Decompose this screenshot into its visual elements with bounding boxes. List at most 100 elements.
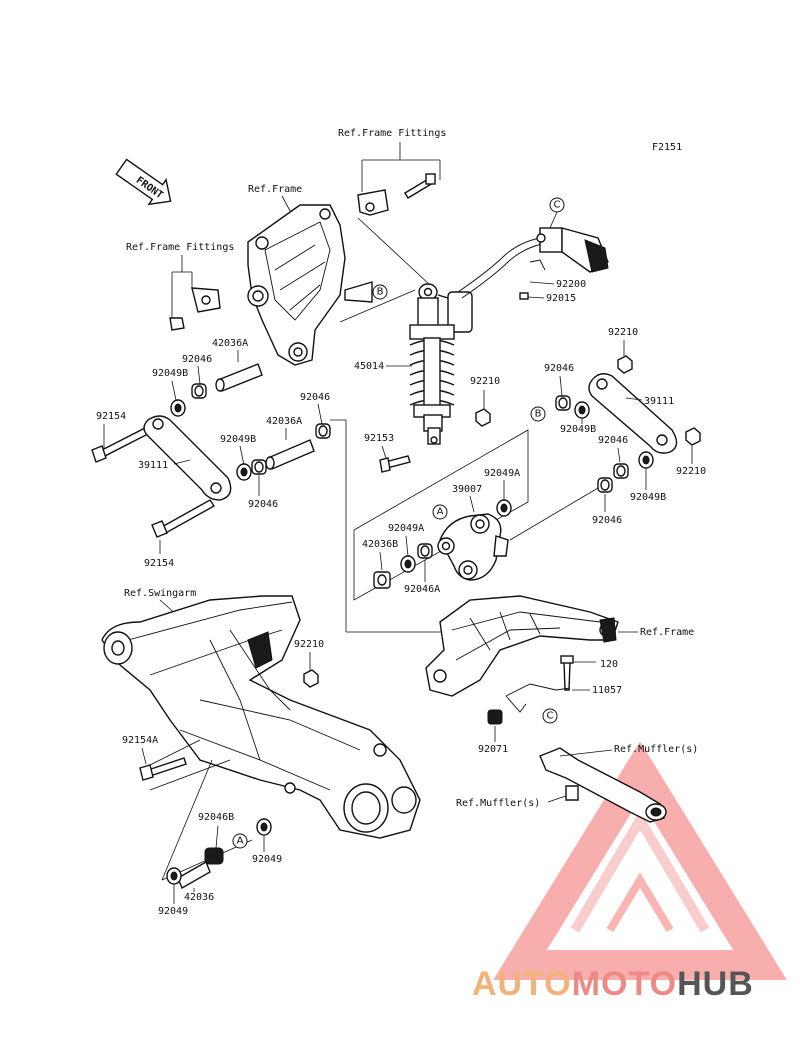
- ref-muffler-left-label: Ref.Muffler(s): [456, 798, 540, 809]
- ref-muffler-right-label: Ref.Muffler(s): [614, 744, 698, 755]
- svg-text:A: A: [437, 507, 444, 518]
- callout-a-lower: A: [232, 833, 248, 849]
- ref-frame-fittings-left-label: Ref.Frame Fittings: [126, 242, 234, 253]
- watermark-logo: [493, 741, 787, 980]
- seal-92049-upper-right: [256, 818, 272, 836]
- label-92049B-a: 92049B: [152, 368, 188, 379]
- label-92210-swingarm: 92210: [294, 639, 324, 650]
- tie-rod-39111-right: [588, 373, 678, 454]
- callout-c-lower: C: [542, 708, 558, 724]
- label-92154A: 92154A: [122, 735, 158, 746]
- bushing-92046-mid: [315, 423, 331, 439]
- frame-fitting-left-bracket: [169, 287, 221, 331]
- seal-92049B-right-upper: [574, 401, 590, 419]
- seal-92049B-lower-left: [236, 463, 252, 481]
- watermark-moto: MOTO: [572, 965, 677, 1003]
- bolt-92154-upper: [91, 427, 149, 463]
- ref-frame-fittings-top-label: Ref.Frame Fittings: [338, 128, 446, 139]
- svg-text:C: C: [547, 711, 554, 722]
- label-92046-right-upper: 92046: [544, 363, 574, 374]
- bushing-92046-lower-left: [251, 459, 267, 475]
- nut-92210-right-upper: [617, 355, 633, 374]
- label-92071: 92071: [478, 744, 508, 755]
- label-39111-a: 39111: [138, 460, 168, 471]
- seal-92049B-right-lower: [638, 451, 654, 469]
- label-11057: 11057: [592, 685, 622, 696]
- label-92015: 92015: [546, 293, 576, 304]
- bolt-120: [560, 655, 574, 691]
- callout-b-upper: B: [372, 284, 388, 300]
- label-92049B-c: 92049B: [560, 424, 596, 435]
- label-92049A-b: 92049A: [388, 523, 424, 534]
- seal-92049B-upper: [170, 399, 186, 417]
- sleeve-42036A-lower: [265, 439, 315, 470]
- watermark-auto: AUTO: [472, 965, 572, 1003]
- frame-subframe-right: [425, 595, 619, 697]
- bushing-92046-right-mid: [613, 463, 629, 479]
- ref-frame-top-label: Ref.Frame: [248, 184, 302, 195]
- sleeve-42036A-upper: [215, 363, 263, 392]
- label-92046-a: 92046: [182, 354, 212, 365]
- label-92153: 92153: [364, 433, 394, 444]
- label-92049-a: 92049: [252, 854, 282, 865]
- label-92210-c: 92210: [608, 327, 638, 338]
- bushing-92046-right-lower: [597, 477, 613, 493]
- watermark-hub: HUB: [677, 965, 754, 1003]
- bracket-11057: [505, 683, 571, 713]
- seal-92049A-lower: [400, 555, 416, 573]
- label-92049A-a: 92049A: [484, 468, 520, 479]
- label-92049-b: 92049: [158, 906, 188, 917]
- ref-frame-right-label: Ref.Frame: [640, 627, 694, 638]
- svg-text:A: A: [237, 836, 244, 847]
- label-92154-a: 92154: [96, 411, 126, 422]
- label-39111-b: 39111: [644, 396, 674, 407]
- label-42036B: 42036B: [362, 539, 398, 550]
- bushing-92046A: [417, 543, 433, 559]
- svg-text:AUTOMOTOHUB: AUTOMOTOHUB: [472, 965, 754, 1003]
- nut-92210-right-lower: [685, 427, 701, 446]
- ref-swingarm-label: Ref.Swingarm: [124, 588, 196, 599]
- watermark-text: AUTOMOTOHUB: [472, 965, 754, 1003]
- bushing-92046-upper: [191, 383, 207, 399]
- sleeve-42036: [177, 860, 211, 890]
- frame-bracket: [247, 204, 373, 366]
- label-92046-right-lower: 92046: [592, 515, 622, 526]
- label-92049B-d: 92049B: [630, 492, 666, 503]
- label-92046B: 92046B: [198, 812, 234, 823]
- bolt-92154A: [139, 757, 187, 781]
- label-42036A-b: 42036A: [266, 416, 302, 427]
- nut-92210-swingarm: [303, 669, 319, 688]
- shock-reservoir: [457, 227, 609, 299]
- frame-fitting-top-bracket: [357, 173, 436, 216]
- callout-c-upper: C: [549, 197, 565, 213]
- callout-a-upper: A: [432, 504, 448, 520]
- front-arrow-icon: FRONT: [115, 158, 172, 206]
- bushing-92046B: [204, 847, 224, 865]
- svg-text:C: C: [554, 200, 561, 211]
- seal-92049A-upper: [496, 499, 512, 517]
- label-92046-b: 92046: [300, 392, 330, 403]
- svg-text:B: B: [535, 409, 542, 420]
- label-42036: 42036: [184, 892, 214, 903]
- figure-code: F2151: [652, 142, 682, 153]
- label-120: 120: [600, 659, 618, 670]
- label-92046-lower-left: 92046: [248, 499, 278, 510]
- bushing-92071: [487, 709, 503, 725]
- rocker-arm-39007: [437, 513, 509, 581]
- label-92046-right-mid: 92046: [598, 435, 628, 446]
- label-92210-right-lower: 92210: [676, 466, 706, 477]
- bolt-92154-lower: [151, 499, 216, 538]
- label-39007: 39007: [452, 484, 482, 495]
- bushing-92046-right-upper: [555, 395, 571, 411]
- tie-rod-39111-left: [143, 415, 232, 501]
- muffler-hanger-bracket: [539, 747, 667, 823]
- swingarm: [101, 595, 421, 839]
- nut-92210-shock: [475, 408, 491, 427]
- rear-shock-absorber: [409, 283, 473, 445]
- sleeve-42036B: [373, 571, 391, 589]
- label-92046A: 92046A: [404, 584, 440, 595]
- bolt-92153: [379, 455, 411, 473]
- label-42036A-a: 42036A: [212, 338, 248, 349]
- label-45014: 45014: [354, 361, 384, 372]
